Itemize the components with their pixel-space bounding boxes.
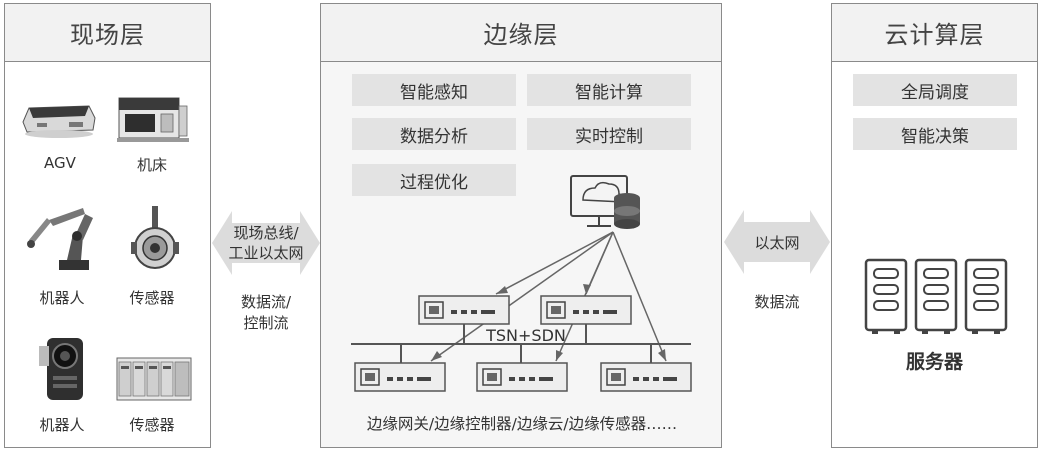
edge-gateway-device-5 bbox=[600, 362, 692, 392]
edge-gateway-device-3 bbox=[354, 362, 446, 392]
device-label-robot-2: 机器人 bbox=[39, 416, 85, 434]
sensor-modules-icon bbox=[116, 357, 192, 401]
edge-layer-title: 边缘层 bbox=[321, 4, 721, 62]
edge-network-diagram bbox=[351, 175, 692, 392]
function-smart-decision: 智能决策 bbox=[853, 118, 1017, 150]
ethernet-label: 以太网 bbox=[754, 234, 800, 252]
cloud-layer-panel: 云计算层 全局调度 智能决策 服务器 bbox=[831, 3, 1038, 448]
server-label: 服务器 bbox=[905, 351, 963, 373]
device-label-sensor-2: 传感器 bbox=[129, 416, 175, 434]
tsn-sdn-label: TSN+SDN bbox=[486, 326, 566, 345]
edge-gateway-device-4 bbox=[476, 362, 568, 392]
edge-devices-footer: 边缘网关/边缘控制器/边缘云/边缘传感器…… bbox=[366, 415, 678, 433]
function-data-analysis: 数据分析 bbox=[352, 118, 516, 150]
cloud-layer-title: 云计算层 bbox=[832, 4, 1037, 62]
data-control-flow-label-2: 控制流 bbox=[243, 314, 289, 332]
edge-layer-panel: 边缘层 智能感知 智能计算 数据分析 实时控制 过程优化 bbox=[320, 3, 722, 448]
device-label-robot-1: 机器人 bbox=[39, 289, 85, 307]
field-layer-title: 现场层 bbox=[5, 4, 210, 62]
function-global-scheduling: 全局调度 bbox=[853, 74, 1017, 106]
agv-icon bbox=[22, 105, 96, 138]
computer-database-icon bbox=[570, 175, 640, 229]
fieldbus-label: 现场总线/ bbox=[233, 224, 299, 242]
edge-gateway-device-1 bbox=[418, 295, 510, 325]
function-process-optimization: 过程优化 bbox=[352, 164, 516, 196]
edge-gateway-device-2 bbox=[540, 295, 632, 325]
function-smart-sensing: 智能感知 bbox=[352, 74, 516, 106]
device-label-agv: AGV bbox=[44, 154, 76, 172]
data-flow-label: 数据流 bbox=[754, 293, 800, 311]
field-layer-panel: 现场层 AGV 机床 机器人 传感器 bbox=[4, 3, 211, 448]
machine-tool-icon bbox=[117, 97, 189, 142]
function-smart-computing: 智能计算 bbox=[527, 74, 691, 106]
left-bidirectional-arrow bbox=[212, 211, 320, 275]
vision-robot-icon bbox=[39, 338, 83, 400]
device-label-sensor-1: 传感器 bbox=[129, 289, 175, 307]
industrial-ethernet-label: 工业以太网 bbox=[228, 244, 304, 262]
arrow-heads bbox=[431, 284, 666, 361]
pressure-sensor-icon bbox=[131, 206, 179, 269]
server-racks-icon bbox=[864, 258, 1008, 334]
device-label-machine-tool: 机床 bbox=[136, 156, 167, 174]
robot-arm-icon bbox=[27, 208, 93, 270]
data-control-flow-label-1: 数据流/ bbox=[240, 293, 292, 311]
function-realtime-control: 实时控制 bbox=[527, 118, 691, 150]
right-bidirectional-arrow bbox=[724, 210, 830, 274]
tsn-sdn-bus bbox=[351, 324, 691, 363]
connection-arrows bbox=[430, 231, 667, 362]
